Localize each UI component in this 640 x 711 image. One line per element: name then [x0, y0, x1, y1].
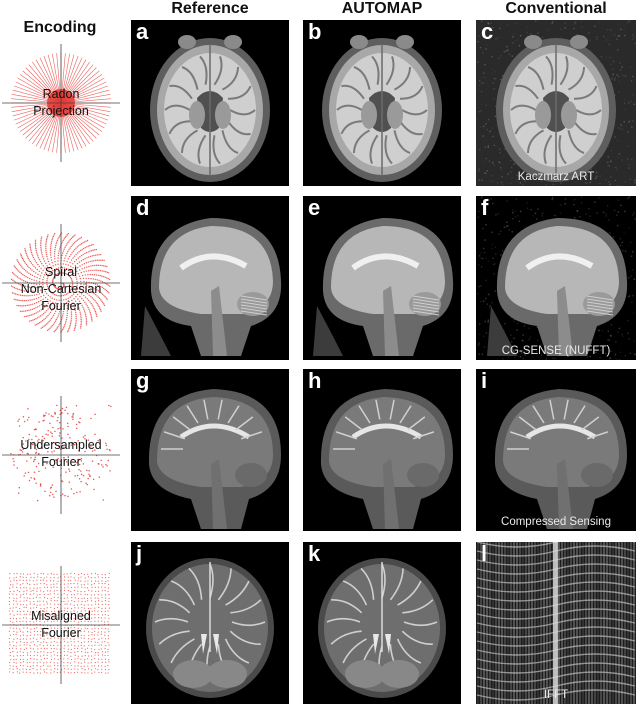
panel-l-conventional-ifft: l IFFT [476, 542, 636, 704]
panel-letter: h [308, 369, 322, 393]
panel-letter: i [481, 369, 488, 393]
panel-i-conventional-sagittal-t2: i Compressed Sensing [476, 369, 636, 531]
encoding-header: Encoding [23, 19, 97, 36]
panel-c-conventional-axial: c Kaczmarz ART [476, 20, 636, 186]
panel-a-reference-axial: a [131, 20, 289, 186]
panel-g-reference-sagittal-t2: g [131, 369, 289, 531]
panel-letter: l [481, 542, 488, 566]
panel-letter: c [481, 20, 494, 44]
panel-letter: a [136, 20, 149, 44]
method-label-compressed-sensing: Compressed Sensing [501, 516, 611, 528]
panel-f-conventional-sagittal: f CG-SENSE (NUFFT) [476, 196, 636, 360]
panel-letter: k [308, 542, 321, 566]
panel-h-automap-sagittal-t2: h [303, 369, 461, 531]
reference-header: Reference [171, 0, 249, 17]
panel-d-reference-sagittal: d [131, 196, 289, 360]
panel-letter: f [481, 196, 489, 220]
panel-e-automap-sagittal: e [303, 196, 461, 360]
panel-letter: d [136, 196, 150, 220]
spiral-fourier-diagram [2, 224, 120, 342]
panel-k-automap-coronal: k [303, 542, 461, 704]
panel-b-automap-axial: b [303, 20, 461, 186]
method-label-kaczmarz: Kaczmarz ART [517, 171, 595, 183]
automap-header: AUTOMAP [341, 0, 423, 17]
misaligned-fourier-diagram [2, 566, 120, 684]
panel-letter: g [136, 369, 150, 393]
method-label-cg-sense: CG-SENSE (NUFFT) [501, 345, 611, 357]
panel-letter: j [136, 542, 143, 566]
undersampled-fourier-diagram [2, 396, 120, 514]
panel-letter: b [308, 20, 322, 44]
panel-j-reference-coronal: j [131, 542, 289, 704]
radon-projection-diagram [2, 44, 120, 162]
method-label-ifft: IFFT [543, 689, 569, 701]
panel-letter: e [308, 196, 321, 220]
conventional-header: Conventional [505, 0, 607, 17]
